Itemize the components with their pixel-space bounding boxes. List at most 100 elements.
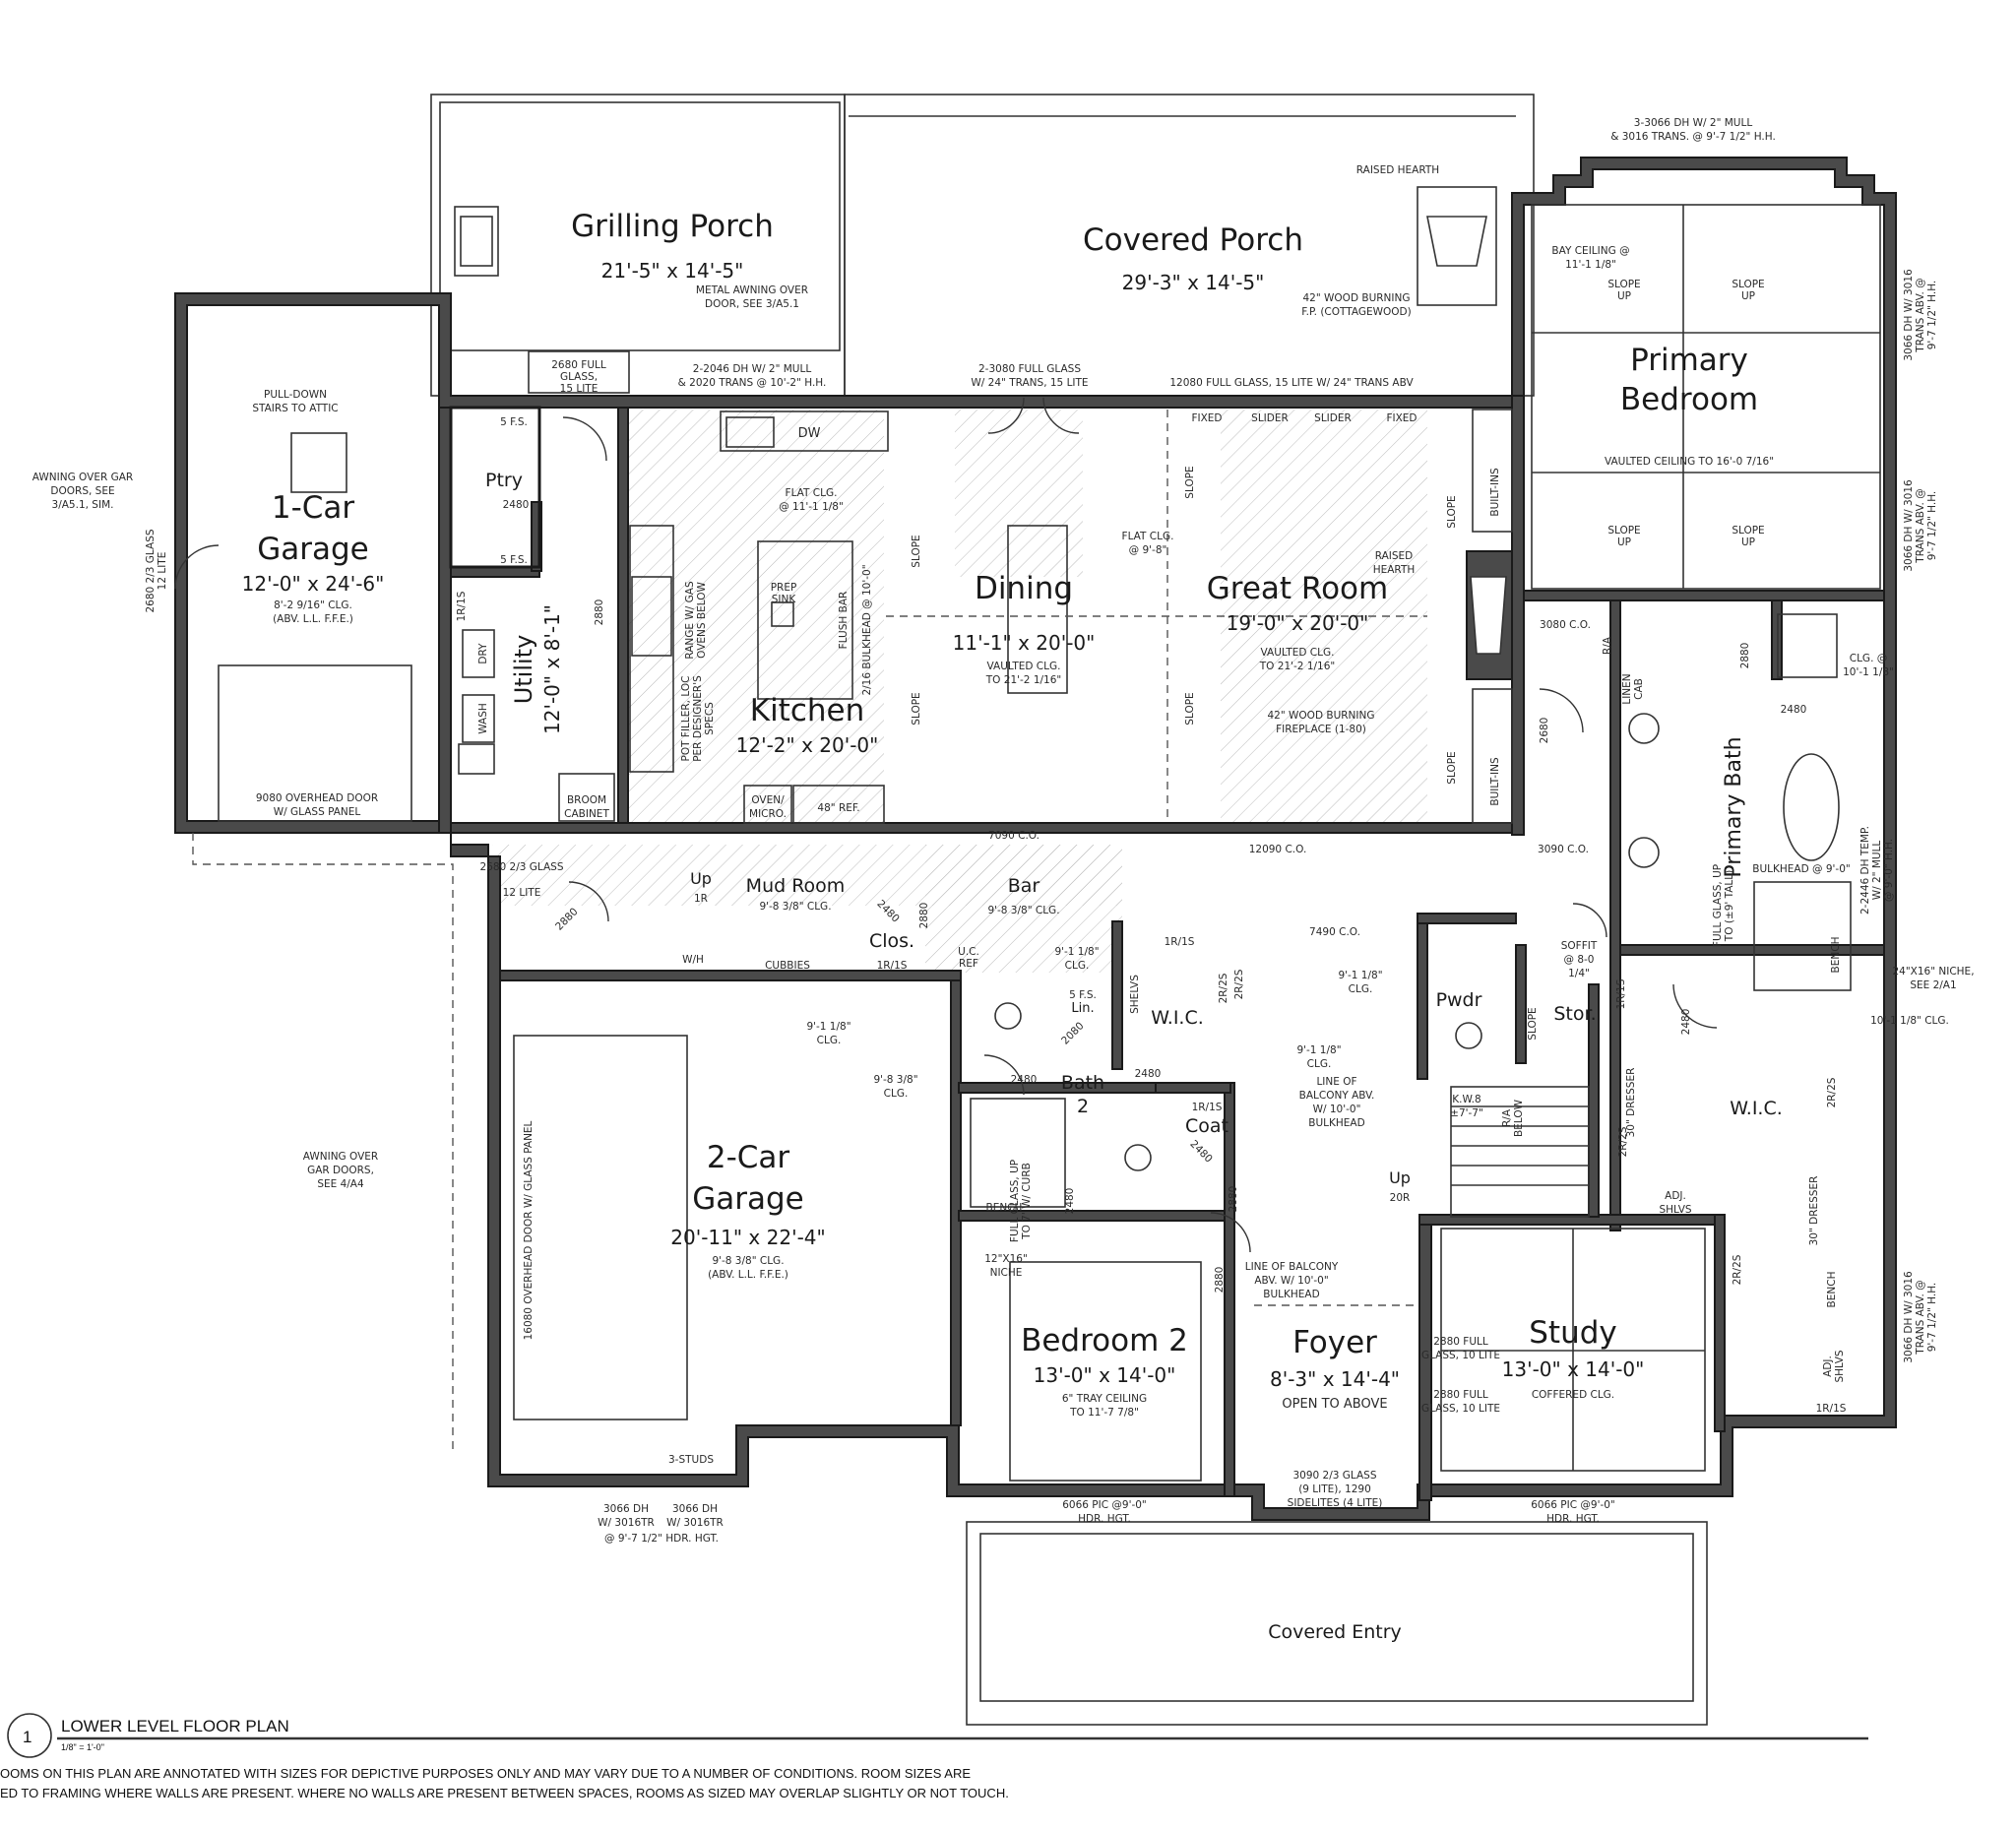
- note-dh-r1-3: 9'-7 1/2" H.H.: [1926, 281, 1938, 350]
- note-temp-2446-1: 2-2446 DH TEMP.: [1859, 826, 1871, 915]
- note-flat-clg-dining-2: @ 9'-8": [1129, 544, 1167, 556]
- note-pot-filler-1: POT FILLER, LOC: [680, 676, 692, 762]
- note-uc-ref-1: U.C.: [958, 946, 979, 958]
- room-utility: Utility: [510, 635, 537, 705]
- note-line-balc2-1: LINE OF BALCONY: [1245, 1261, 1339, 1273]
- note-dh-r2-1: 3066 DH W/ 3016: [1903, 479, 1915, 572]
- note-wash: WASH: [477, 703, 489, 734]
- note-soffit-2: @ 8-0: [1564, 954, 1595, 966]
- note-line-balcony-4: BULKHEAD: [1308, 1117, 1364, 1129]
- grill-unit-inner: [460, 216, 493, 267]
- note-slope-dining-2: SLOPE: [911, 692, 922, 725]
- note-line-balcony-3: W/ 10'-0": [1313, 1104, 1361, 1115]
- primary-bay: [1531, 204, 1881, 590]
- note-dh-2046-2: & 2020 TRANS @ 10'-2" H.H.: [678, 377, 827, 389]
- note-co-7090: 7090 C.O.: [988, 830, 1040, 842]
- kitchen-sink: [725, 416, 775, 448]
- note-dh-r2-2: TRANS ABV. @: [1915, 488, 1926, 563]
- wall-bed2-right: [1224, 1082, 1235, 1497]
- room-study-dim: 13'-0" x 14'-0": [1502, 1357, 1645, 1381]
- note-broom-2: CABINET: [564, 808, 609, 820]
- note-2r25-stair: 2R/2S: [1617, 1126, 1629, 1157]
- note-co-3090: 3090 C.O.: [1538, 844, 1589, 855]
- note-temp-2446-3: @ 9'-0" H.H.: [1883, 839, 1895, 902]
- note-vaulted-primary: VAULTED CEILING TO 16'-0 7/16": [1605, 456, 1774, 468]
- note-ir15-util: 1R/1S: [456, 591, 468, 621]
- door-swing: [1539, 688, 1584, 733]
- room-bedroom2-dim: 13'-0" x 14'-0": [1034, 1363, 1176, 1387]
- note-full-glass-2: TO (±9' TALL): [1724, 870, 1735, 942]
- note-glass-3090-2: (9 LITE), 1290: [1298, 1483, 1371, 1495]
- note-ir-mud: 1R: [694, 893, 708, 905]
- note-range-1: RANGE W/ GAS: [684, 581, 696, 660]
- garage1-clg: 8'-2 9/16" CLG.: [274, 599, 352, 611]
- note-clg-10118: 10'-1 1/8" CLG.: [1870, 1015, 1949, 1027]
- room-dining-dim: 11'-1" x 20'-0": [953, 631, 1096, 655]
- room-great-room: Great Room: [1207, 571, 1388, 606]
- note-full-glass-1: FULL GLASS, UP: [1712, 864, 1724, 947]
- note-adj-shlvs-2: SHLVS: [1659, 1204, 1691, 1216]
- drawing-title: LOWER LEVEL FLOOR PLAN: [61, 1717, 289, 1735]
- note-dh-r3-1: 3066 DH W/ 3016: [1903, 1271, 1915, 1363]
- note-clg-pwdr-1: 9'-1 1/8": [1338, 970, 1382, 981]
- outdoor-fireplace: [1417, 186, 1497, 306]
- note-slope-4: SLOPE: [1732, 525, 1764, 536]
- note-slider-l: SLIDER: [1251, 412, 1289, 424]
- door-swing: [983, 1054, 1025, 1096]
- gr-builtin-left: [1472, 409, 1513, 533]
- note-2880-bed2: 2880: [1214, 1267, 1226, 1294]
- note-dresser-2: 30" DRESSER: [1808, 1176, 1820, 1246]
- metal-awning: [528, 350, 630, 394]
- bedroom2-tray-2: TO 11'-7 7/8": [1069, 1407, 1139, 1419]
- note-dh-r3-3: 9'-7 1/2" H.H.: [1926, 1283, 1938, 1353]
- note-ohd-9080-1: 9080 OVERHEAD DOOR: [256, 792, 378, 804]
- wall-garage1-util: [438, 407, 452, 834]
- note-pic-bed2-1: 6066 PIC @9'-0": [1062, 1499, 1147, 1511]
- note-glass-2680-2: GLASS,: [560, 371, 598, 383]
- note-ir15-wic: 1R/1S: [1165, 936, 1195, 948]
- dining-table: [1007, 525, 1068, 694]
- note-ohd-16080: 16080 OVERHEAD DOOR W/ GLASS PANEL: [523, 1120, 535, 1340]
- note-2r25-bath2: 2R/2S: [1218, 973, 1229, 1003]
- note-co-7490: 7490 C.O.: [1309, 926, 1360, 938]
- room-wic-primary: W.I.C.: [1730, 1098, 1783, 1119]
- note-slider-r: SLIDER: [1314, 412, 1352, 424]
- note-linen-cab-2: CAB: [1633, 678, 1645, 700]
- note-co-3080: 3080 C.O.: [1540, 619, 1591, 631]
- note-ir15-study: 1R/1S: [1816, 1403, 1847, 1415]
- disclaimer-line1: OOMS ON THIS PLAN ARE ANNOTATED WITH SIZ…: [0, 1766, 971, 1781]
- note-bench-pbath: BENCH: [1830, 937, 1842, 974]
- note-slope-gr-4: SLOPE: [1446, 751, 1458, 784]
- note-slope-2: SLOPE: [1732, 279, 1764, 290]
- note-dh-r1-2: TRANS ABV. @: [1915, 278, 1926, 352]
- note-range-2: OVENS BELOW: [696, 582, 708, 659]
- note-fixed-r: FIXED: [1386, 412, 1417, 424]
- room-foyer-dim: 8'-3" x 14'-4": [1270, 1367, 1400, 1391]
- wall-primary-h: [1523, 590, 1885, 601]
- pbath-sink1: [1628, 713, 1660, 744]
- note-linen-cab-1: LINEN: [1621, 673, 1633, 704]
- note-niche-24-2: SEE 2/A1: [1910, 979, 1956, 991]
- note-full-glass-shower-2: TO 7' W/ CURB: [1021, 1163, 1033, 1240]
- garage1-ohd: [218, 664, 412, 822]
- note-dh-r1-1: 3066 DH W/ 3016: [1903, 269, 1915, 361]
- kitchen-counter-left: [629, 525, 674, 773]
- outdoor-firebox: [1426, 216, 1487, 267]
- room-garage2-2: Garage: [692, 1181, 804, 1217]
- note-clg-pwdr-2: CLG.: [1349, 983, 1373, 995]
- dining-hatch: [955, 410, 1083, 577]
- note-raised-hearth-gr-2: HEARTH: [1373, 564, 1416, 576]
- note-flat-clg-dining-1: FLAT CLG.: [1122, 531, 1174, 542]
- note-util-2880: 2880: [594, 599, 605, 626]
- bath2-shower: [970, 1098, 1066, 1208]
- note-fp-gr-2: FIREPLACE (1-80): [1276, 724, 1366, 735]
- note-up-1: UP: [1617, 290, 1631, 302]
- room-kitchen: Kitchen: [750, 693, 865, 728]
- wall-util-kitchen: [617, 407, 629, 834]
- door-swing: [174, 544, 220, 590]
- note-clg-garage-1: 9'-1 1/8": [806, 1021, 850, 1033]
- note-flat-clg-2: @ 11'-1 1/8": [779, 501, 844, 513]
- utility-washer: [462, 694, 495, 743]
- note-clg-foyer-2: CLG.: [1307, 1058, 1332, 1070]
- room-linen: Lin.: [1071, 1001, 1094, 1016]
